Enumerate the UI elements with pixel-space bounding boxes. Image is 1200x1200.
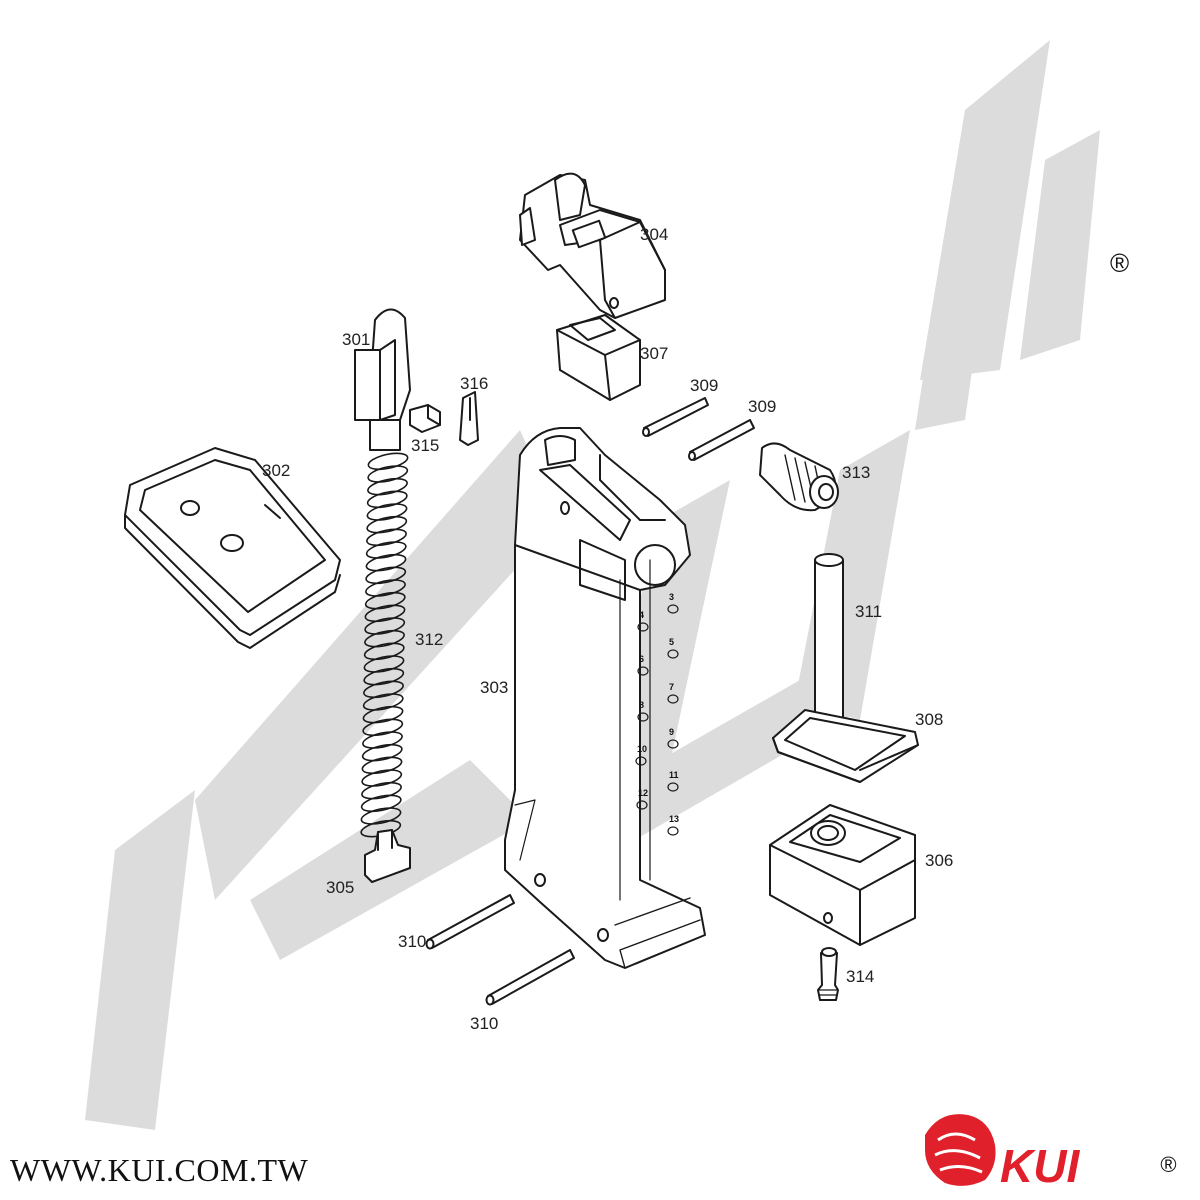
round-count-3: 3 — [669, 592, 674, 602]
round-count-9: 9 — [669, 727, 674, 737]
round-count-hole — [637, 712, 649, 722]
label-307: 307 — [640, 344, 668, 363]
round-count-hole — [667, 782, 679, 792]
round-count-8: 8 — [639, 700, 644, 710]
label-304: 304 — [640, 225, 668, 244]
spring-coil — [361, 781, 402, 800]
spring-coil — [362, 731, 403, 749]
spring-coil — [365, 566, 407, 585]
spring-coil — [360, 807, 402, 825]
round-count-12: 12 — [638, 788, 648, 798]
spring-coil — [364, 629, 405, 648]
label-310-b: 310 — [470, 1014, 498, 1033]
label-315: 315 — [411, 436, 439, 455]
label-303: 303 — [480, 678, 508, 697]
spring-coil — [365, 541, 407, 559]
round-count-10: 10 — [637, 744, 647, 754]
round-count-7: 7 — [669, 682, 674, 692]
part-303-magazine-body — [504, 427, 706, 969]
label-301: 301 — [342, 330, 370, 349]
round-count-4: 4 — [639, 610, 644, 620]
spring-coil — [365, 553, 407, 572]
spring-coil — [363, 642, 405, 661]
spring-coil — [363, 667, 405, 686]
spring-coil — [363, 680, 404, 699]
label-313: 313 — [842, 463, 870, 482]
spring-coil — [367, 465, 409, 483]
part-316-plate — [459, 391, 479, 446]
label-309-b: 309 — [748, 397, 776, 416]
round-count-11: 11 — [669, 770, 679, 780]
spring-coil — [367, 452, 409, 471]
label-308: 308 — [915, 710, 943, 729]
part-310-pin-a — [425, 894, 515, 950]
spring-coil — [362, 718, 404, 737]
kui-logo: KUI ® — [925, 1114, 1177, 1192]
spring-coil — [362, 705, 404, 724]
part-302-base-plate — [124, 447, 341, 649]
logo-registered-mark: ® — [1160, 1152, 1177, 1177]
label-311: 311 — [855, 602, 882, 621]
part-304-feed-lip — [519, 172, 666, 319]
round-count-hole — [637, 666, 649, 676]
logo-text: KUI — [1000, 1140, 1080, 1192]
part-305-spring-base — [364, 829, 411, 883]
round-count-5: 5 — [669, 637, 674, 647]
round-count-hole — [667, 826, 679, 836]
round-count-hole — [637, 622, 649, 632]
round-count-markings: 3 4 5 6 7 8 9 10 11 12 13 — [635, 592, 679, 836]
website-url: WWW.KUI.COM.TW — [10, 1152, 309, 1188]
label-302: 302 — [262, 461, 290, 480]
part-310-pin-b — [485, 949, 575, 1006]
part-312-spring — [360, 452, 409, 838]
label-314: 314 — [846, 967, 874, 986]
round-count-hole — [667, 649, 679, 659]
round-count-13: 13 — [669, 814, 679, 824]
spring-coil — [366, 503, 408, 521]
label-306: 306 — [925, 851, 953, 870]
part-309-pin-a — [642, 397, 709, 437]
spring-coil — [360, 794, 402, 813]
round-count-hole — [667, 739, 679, 749]
part-306-valve-block — [769, 804, 916, 946]
spring-coil — [363, 655, 405, 673]
part-315-clip — [409, 404, 441, 433]
registered-mark: ® — [1110, 248, 1129, 278]
round-count-hole — [635, 756, 647, 766]
spring-coil — [361, 756, 403, 775]
round-count-hole — [667, 694, 679, 704]
spring-coil — [362, 693, 404, 711]
spring-coil — [364, 617, 406, 635]
lion-emblem-icon — [925, 1114, 996, 1186]
spring-coil — [367, 477, 408, 496]
part-307-block — [556, 314, 641, 401]
spring-coil — [366, 515, 408, 534]
spring-coil — [366, 528, 407, 547]
label-309-a: 309 — [690, 376, 718, 395]
label-305: 305 — [326, 878, 354, 897]
part-labels: 301 302 303 304 305 306 307 308 309 309 … — [262, 225, 953, 1033]
spring-coil — [366, 490, 408, 509]
spring-coil — [365, 579, 406, 597]
spring-coil — [361, 769, 403, 787]
spring-coil — [361, 743, 403, 762]
part-301-follower — [354, 308, 411, 451]
label-312: 312 — [415, 630, 443, 649]
part-308-seal-plate — [772, 709, 919, 783]
part-314-fill-valve — [817, 947, 839, 1001]
spring-coil — [364, 604, 406, 623]
round-count-hole — [667, 604, 679, 614]
spring-coil — [364, 591, 406, 610]
part-309-pin-b — [688, 419, 755, 461]
label-310-a: 310 — [398, 932, 426, 951]
part-311-gas-tube — [814, 553, 844, 736]
round-count-hole — [636, 800, 648, 810]
part-313-valve — [759, 442, 839, 512]
round-count-6: 6 — [639, 654, 644, 664]
label-316: 316 — [460, 374, 488, 393]
